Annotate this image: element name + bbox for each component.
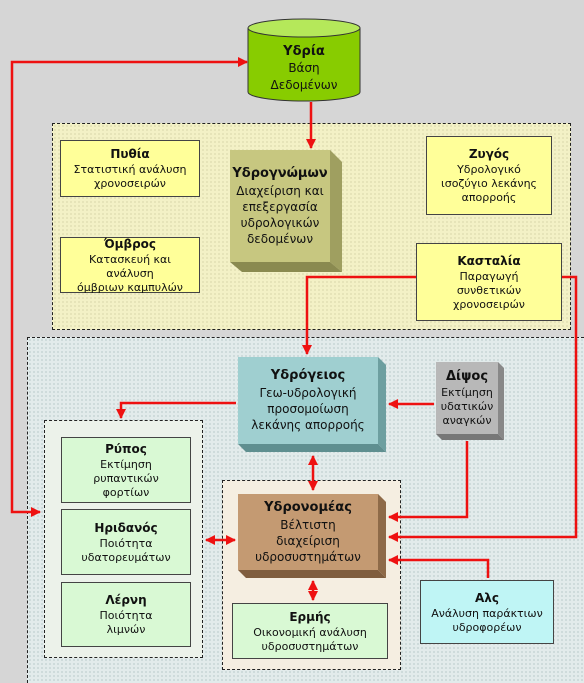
pythia-title: Πυθία: [110, 147, 150, 161]
ydrogeios-title: Υδρόγειος: [270, 368, 346, 383]
pythia-node: Πυθία Στατιστική ανάλυση χρονοσειρών: [60, 140, 200, 197]
dipsos-desc: Εκτίμηση υδατικών αναγκών: [440, 385, 494, 427]
rypos-desc: Εκτίμηση ρυπαντικών φορτίων: [93, 457, 159, 499]
dipsos-node: Δίψος Εκτίμηση υδατικών αναγκών: [436, 362, 498, 434]
ridanos-desc: Ποιότητα υδατορευμάτων: [81, 536, 171, 564]
als-title: Αλς: [475, 590, 499, 605]
kastalia-title: Κασταλία: [457, 253, 521, 268]
omvros-desc: Κατασκευή και ανάλυση όμβριων καμπυλών: [77, 252, 183, 294]
ydrogeios-block: [238, 357, 386, 452]
ydronomeas-node: Υδρονομέας Βέλτιστη διαχείριση υδροσυστη…: [238, 494, 378, 570]
omvros-node: Όμβρος Κατασκευή και ανάλυση όμβριων καμ…: [60, 236, 200, 294]
lerni-node: Λέρνη Ποιότητα λιμνών: [61, 582, 191, 647]
ermis-desc: Οικονομική ανάλυση υδροσυστημάτων: [253, 625, 367, 653]
ridanos-node: Ηριδανός Ποιότητα υδατορευμάτων: [61, 509, 191, 575]
lerni-desc: Ποιότητα λιμνών: [99, 609, 153, 636]
kastalia-desc: Παραγωγή συνθετικών χρονοσειρών: [453, 269, 525, 311]
ydrogeios-node: Υδρόγειος Γεω-υδρολογική προσομοίωση λεκ…: [238, 357, 378, 444]
dipsos-title: Δίψος: [445, 368, 489, 384]
als-desc: Ανάλυση παράκτιων υδροφορέων: [431, 606, 543, 634]
als-node: Αλς Ανάλυση παράκτιων υδροφορέων: [420, 580, 554, 644]
ydrognomon-title: Υδρογνώμων: [232, 165, 328, 181]
ydria-desc: Βάση Δεδομένων: [270, 60, 338, 92]
ermis-node: Ερμής Οικονομική ανάλυση υδροσυστημάτων: [232, 603, 388, 659]
rypos-node: Ρύπος Εκτίμηση ρυπαντικών φορτίων: [61, 437, 191, 503]
zygos-desc: Υδρολογικό ισοζύγιο λεκάνης απορροής: [441, 163, 537, 204]
rypos-title: Ρύπος: [105, 441, 147, 456]
ydrognomon-desc: Διαχείριση και επεξεργασία υδρολογικών δ…: [236, 183, 324, 246]
ydrogeios-desc: Γεω-υδρολογική προσομοίωση λεκάνης απορρ…: [251, 386, 365, 432]
ydria-title: Υδρία: [283, 43, 325, 59]
database-cylinder-icon: [247, 18, 361, 102]
lerni-title: Λέρνη: [105, 593, 147, 607]
ydronomeas-desc: Βέλτιστη διαχείριση υδροσυστημάτων: [255, 517, 361, 564]
ydronomeas-title: Υδρονομέας: [264, 499, 352, 515]
ridanos-title: Ηριδανός: [94, 520, 158, 535]
zygos-node: Ζυγός Υδρολογικό ισοζύγιο λεκάνης απορρο…: [426, 136, 552, 215]
ydria-node: Υδρία Βάση Δεδομένων: [250, 36, 358, 100]
ermis-title: Ερμής: [289, 609, 331, 624]
pythia-desc: Στατιστική ανάλυση χρονοσειρών: [73, 163, 187, 190]
kastalia-node: Κασταλία Παραγωγή συνθετικών χρονοσειρών: [416, 243, 562, 321]
zygos-title: Ζυγός: [468, 147, 510, 161]
ydrognomon-node: Υδρογνώμων Διαχείριση και επεξεργασία υδ…: [230, 150, 330, 262]
omvros-title: Όμβρος: [103, 236, 157, 251]
ydronomeas-block: [238, 494, 386, 578]
